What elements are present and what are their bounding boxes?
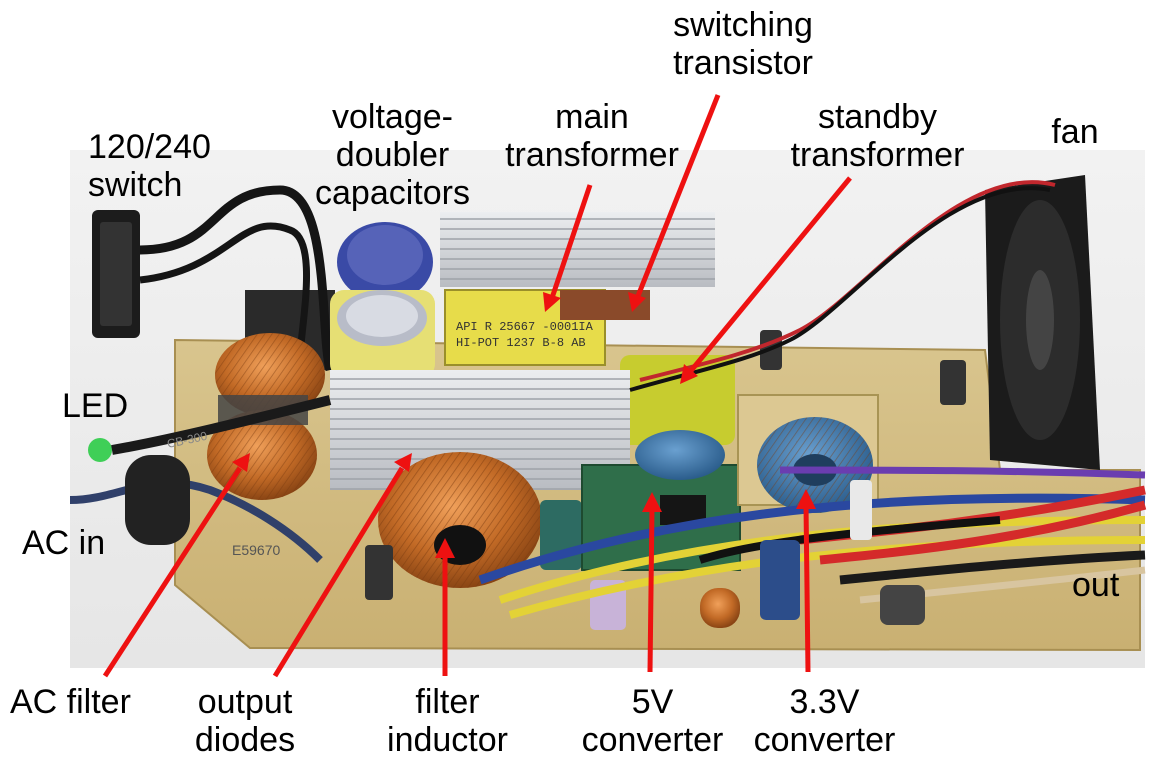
arrow-5v-converter xyxy=(647,507,655,673)
arrow-switching-transistor xyxy=(635,94,721,297)
board-code: E59670 xyxy=(232,542,280,558)
converter-5v-coil xyxy=(635,430,725,480)
label-fan: fan xyxy=(1051,113,1099,151)
ac-in-cable xyxy=(69,479,323,563)
arrow-output-diodes xyxy=(272,466,405,678)
led-part xyxy=(88,438,112,462)
transformer-marking-1: API R 25667 -0001IA xyxy=(456,320,594,334)
label-standby-transformer: standby transformer xyxy=(790,98,965,174)
label-ac-filter: AC filter xyxy=(10,683,131,721)
label-output-diodes: output diodes xyxy=(194,683,296,759)
label-3-3v-converter: 3.3V converter xyxy=(753,683,896,759)
arrow-standby-transformer xyxy=(688,176,852,374)
label-main-transformer: main transformer xyxy=(505,98,679,174)
output-cable xyxy=(839,550,1146,585)
label-switching-transistor: switching transistor xyxy=(673,6,813,82)
output-cable xyxy=(698,516,1001,564)
output-cable xyxy=(478,493,1146,585)
label-led: LED xyxy=(62,387,129,425)
label-ac-in: AC in xyxy=(22,524,106,562)
small-capacitor xyxy=(365,545,393,600)
label-5v-converter: 5V converter xyxy=(581,683,724,759)
label-out: out xyxy=(1072,566,1120,604)
led-cable xyxy=(111,395,332,455)
label-120-240-switch: 120/240 switch xyxy=(88,128,211,204)
output-cable xyxy=(819,500,1147,565)
arrow-3-3v-converter xyxy=(803,504,811,673)
label-voltage-doubler-capacitors: voltage- doubler capacitors xyxy=(315,98,470,212)
switch-cables xyxy=(139,185,335,372)
output-cable xyxy=(779,466,1146,479)
annotation-arrows xyxy=(102,94,852,678)
small-coil xyxy=(700,588,740,628)
small-capacitor xyxy=(940,360,966,405)
label-filter-inductor: filter inductor xyxy=(387,683,508,759)
arrow-ac-filter xyxy=(102,466,243,678)
transformer-marking-2: HI-POT 1237 B-8 AB xyxy=(456,336,586,350)
arrow-main-transformer xyxy=(549,184,593,299)
